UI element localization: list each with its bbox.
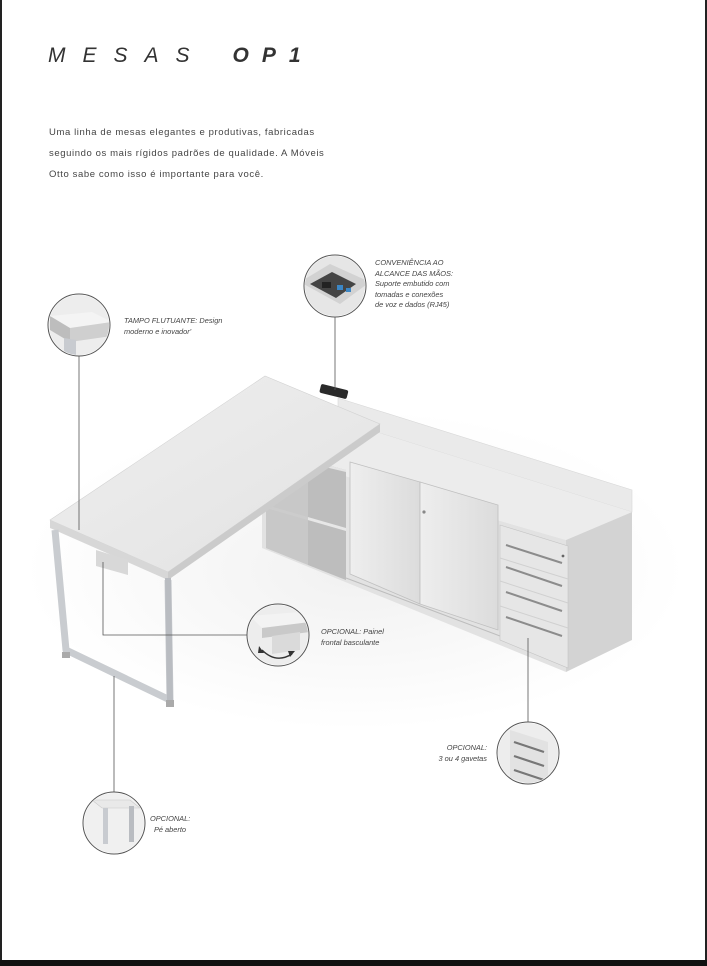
callout-line: ALCANCE DAS MÃOS: (375, 268, 454, 278)
intro-paragraph: Uma linha de mesas elegantes e produtiva… (49, 122, 349, 185)
title-word-mesas: MESAS (48, 44, 207, 67)
page-border-left (0, 0, 2, 966)
desk-corner-icon (47, 293, 111, 357)
callout-line: OPCIONAL: Painel (321, 627, 384, 636)
callout-gavetas: OPCIONAL: 3 ou 4 gavetas (439, 743, 488, 764)
callout-tampo: TAMPO FLUTUANTE: Design moderno e inovad… (124, 316, 222, 337)
callout-line: TAMPO FLUTUANTE: Design (124, 316, 223, 325)
callout-leader-lines (78, 316, 529, 793)
callout-line: Suporte embutido com (375, 279, 450, 288)
grommet (319, 384, 349, 399)
cable-box-icon (303, 254, 367, 318)
callout-line: OPCIONAL: (150, 814, 191, 823)
callout-line: de voz e dados (RJ45) (375, 300, 450, 309)
callout-line: CONVENIÊNCIA AO (375, 258, 444, 267)
page-border-bottom (0, 960, 707, 966)
intro-line: seguindo os mais rígidos padrões de qual… (49, 148, 325, 159)
open-leg-icon (82, 791, 146, 855)
callout-line: OPCIONAL: (446, 743, 487, 752)
front-panel (96, 550, 128, 575)
callout-line: 3 ou 4 gavetas (438, 753, 488, 763)
tilt-panel-icon (246, 603, 310, 667)
callout-convenience: CONVENIÊNCIA AO ALCANCE DAS MÃOS: Suport… (375, 258, 453, 311)
callout-line: tomadas e conexões (375, 289, 444, 299)
desk-leg-frame (51, 529, 174, 704)
credenza (262, 397, 633, 672)
callout-line: frontal basculante (321, 637, 380, 647)
page-title: MESAS OP1 (48, 44, 314, 68)
desk-top (49, 375, 381, 580)
callout-line: Pé aberto (153, 824, 187, 834)
drawer-unit-icon (496, 721, 560, 785)
callout-painel: OPCIONAL: Painel frontal basculante (321, 627, 384, 648)
callout-pe: OPCIONAL: Pé aberto (150, 814, 190, 835)
callout-line: moderno e inovador' (124, 326, 192, 336)
title-word-op1: OP1 (232, 44, 314, 67)
intro-line: Otto sabe como isso é importante para vo… (49, 169, 264, 180)
intro-line: Uma linha de mesas elegantes e produtiva… (49, 127, 315, 138)
page-border-right (705, 0, 707, 966)
